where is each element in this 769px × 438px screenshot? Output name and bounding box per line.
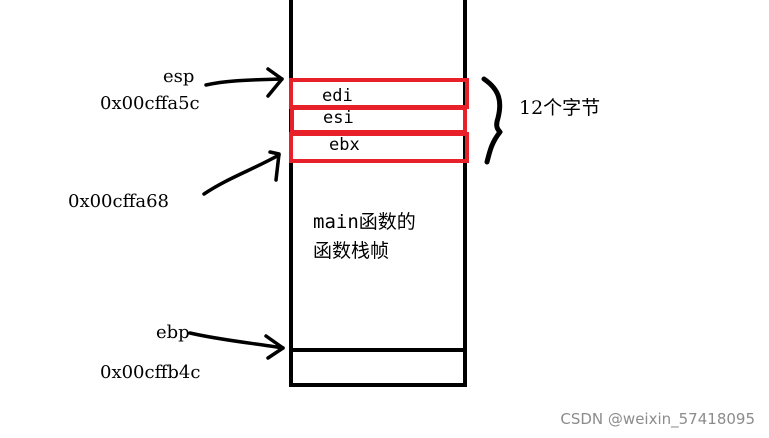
watermark: CSDN @weixin_57418095 — [560, 410, 755, 428]
ebx-slot — [289, 132, 469, 163]
esp-label: esp — [163, 66, 195, 87]
mid-address-arrow — [202, 150, 281, 196]
register-ebx: ebx — [329, 135, 360, 155]
frame-description: main函数的 函数栈帧 — [313, 208, 416, 267]
frame-description-line2: 函数栈帧 — [313, 240, 390, 263]
byte-brace — [481, 76, 503, 165]
register-esi: esi — [323, 108, 354, 128]
esi-slot — [290, 106, 467, 134]
ebp-label: ebp — [156, 322, 190, 343]
edi-slot — [289, 78, 469, 109]
brace-note: 12个字节 — [519, 97, 601, 119]
mid-address: 0x00cffa68 — [68, 191, 170, 212]
esp-arrow — [204, 67, 284, 98]
register-edi: edi — [322, 86, 353, 106]
ebp-arrow — [188, 331, 285, 360]
esp-address: 0x00cffa5c — [100, 93, 200, 114]
frame-description-line1: main函数的 — [313, 211, 416, 233]
ebp-address: 0x00cffb4c — [100, 362, 201, 383]
